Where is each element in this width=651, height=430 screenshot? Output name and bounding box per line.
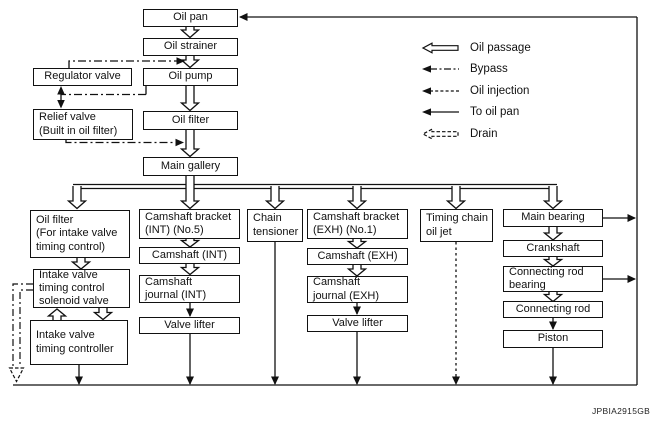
node-valve-lifter-exh: Valve lifter [307,315,408,332]
node-label: Valve lifter [332,316,383,329]
node-timing-chain-oil-jet: Timing chain oil jet [420,209,493,242]
to-oil-pan-arrow-icon [422,108,459,116]
node-oil-filter-ivtc: Oil filter (For intake valve timing cont… [30,210,130,258]
bypass-lines [60,60,178,144]
oil-passage-arrow-icon [421,41,459,54]
node-label: Intake valve timing control solenoid val… [39,268,109,308]
node-label: Main bearing [521,211,585,224]
legend-label: Oil passage [470,41,531,54]
node-label: Camshaft (INT) [151,248,228,261]
node-label: Oil pump [168,70,213,83]
figure-code: JPBIA2915GB [592,406,651,416]
node-label: Connecting rod [515,302,591,315]
node-camshaft-journal-exh: Camshaft journal (EXH) [307,276,408,303]
node-label: Oil filter (For intake valve timing cont… [36,214,118,253]
node-label: Valve lifter [164,318,215,331]
legend-label: Oil injection [470,84,530,97]
node-label: Oil filter [171,113,210,126]
legend-item-oil-injection: Oil injection [421,80,531,102]
node-camshaft-bracket-int: Camshaft bracket (INT) (No.5) [139,209,240,239]
node-label: Camshaft (EXH) [317,249,398,262]
node-camshaft-int: Camshaft (INT) [139,247,240,264]
node-camshaft-bracket-exh: Camshaft bracket (EXH) (No.1) [307,209,408,239]
node-ivtc-solenoid-valve: Intake valve timing control solenoid val… [33,269,130,308]
node-main-gallery: Main gallery [143,157,238,176]
node-label: Intake valve timing controller [36,329,114,355]
legend-label: Drain [470,127,498,140]
legend-item-to-oil-pan: To oil pan [421,102,531,124]
node-label: Regulator valve [44,70,121,83]
node-relief-valve: Relief valve (Built in oil filter) [33,109,133,140]
legend-item-oil-passage: Oil passage [421,37,531,59]
node-camshaft-exh: Camshaft (EXH) [307,248,408,265]
distribution-bus [73,183,557,190]
oil-passage-arrows [46,27,564,321]
node-label: Camshaft bracket (EXH) (No.1) [313,210,400,236]
node-label: Camshaft bracket (INT) (No.5) [145,210,232,236]
node-oil-filter: Oil filter [143,111,238,130]
legend-label: Bypass [470,63,508,76]
return-to-oil-pan-lines [13,13,638,386]
node-label: Oil pan [173,11,208,24]
node-oil-strainer: Oil strainer [143,38,238,56]
oil-injection-arrow-icon [422,87,459,95]
legend-item-bypass: Bypass [421,59,531,81]
node-label: Connecting rod bearing [509,265,584,291]
node-valve-lifter-int: Valve lifter [139,317,240,334]
legend-item-drain: Drain [421,123,531,145]
node-label: Timing chain oil jet [426,212,488,238]
drain-channel [8,283,33,383]
node-label: Main gallery [160,159,221,172]
node-label: Camshaft journal (INT) [145,275,207,301]
legend-label: To oil pan [470,106,520,119]
node-oil-pump: Oil pump [143,68,238,86]
node-chain-tensioner: Chain tensioner [247,209,303,242]
node-camshaft-journal-int: Camshaft journal (INT) [139,275,240,303]
node-connecting-rod: Connecting rod [503,301,603,318]
node-main-bearing: Main bearing [503,209,603,227]
node-label: Oil strainer [163,40,218,53]
node-piston: Piston [503,330,603,348]
node-label: Piston [537,332,569,345]
node-connecting-rod-bearing: Connecting rod bearing [503,266,603,292]
bypass-arrow-icon [422,65,459,73]
node-ivtc-controller: Intake valve timing controller [30,320,128,365]
node-regulator-valve: Regulator valve [33,68,132,86]
drain-arrow-icon [421,127,459,140]
node-crankshaft: Crankshaft [503,240,603,257]
flow-legend: Oil passage Bypass Oil injection To oil … [421,37,531,145]
node-oil-pan: Oil pan [143,9,238,27]
node-label: Camshaft journal (EXH) [313,276,380,302]
node-label: Relief valve (Built in oil filter) [39,111,118,137]
node-label: Crankshaft [526,241,580,254]
node-label: Chain tensioner [253,212,299,238]
bypass-arrowheads [57,57,185,147]
